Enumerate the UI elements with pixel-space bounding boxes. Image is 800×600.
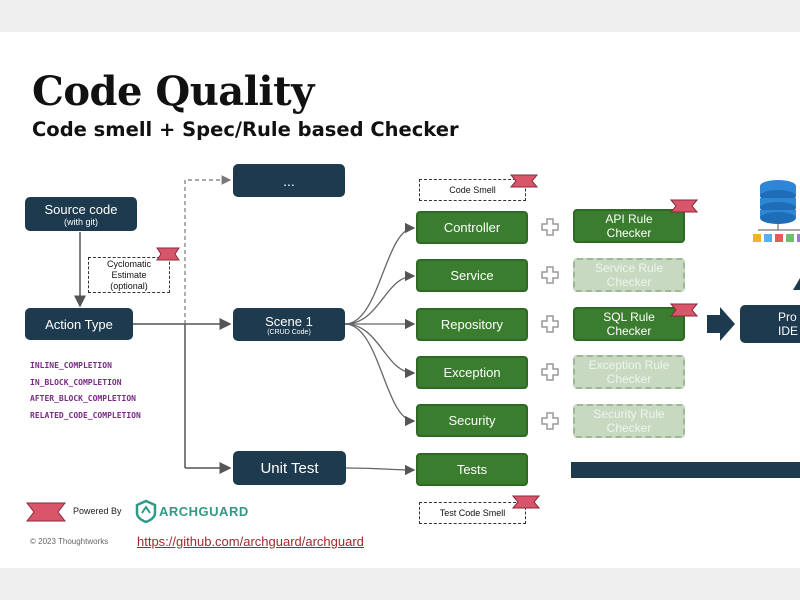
flag-icon [670, 199, 698, 213]
archguard-link[interactable]: https://github.com/archguard/archguard [137, 534, 364, 549]
plus-icon [541, 218, 559, 236]
archguard-logo-icon [135, 499, 157, 523]
checker-exception: Exception Rule Checker [573, 355, 685, 389]
cyclomatic-line: (optional) [110, 280, 148, 291]
checker-line: Checker [606, 372, 652, 386]
powered-by-label: Powered By [73, 506, 122, 516]
source-code-label: Source code [44, 201, 118, 217]
flag-icon [512, 495, 540, 509]
plus-icon [541, 412, 559, 430]
completion-item: INLINE_COMPLETION [30, 361, 112, 370]
flag-icon [26, 502, 66, 522]
checker-line: API Rule [605, 212, 653, 226]
checker-line: SQL Rule [603, 310, 655, 324]
ide-line: Pro [778, 310, 797, 324]
checker-line: Checker [606, 324, 652, 338]
code-smell-box: Code Smell [419, 179, 526, 201]
scene-box: Scene 1 (CRUD Code) [233, 308, 345, 341]
test-code-smell-box: Test Code Smell [419, 502, 526, 524]
checker-sql: SQL Rule Checker [573, 307, 685, 341]
flag-icon [670, 303, 698, 317]
archguard-logo-text: ARCHGUARD [159, 504, 249, 519]
ide-box: Pro IDE [740, 305, 800, 343]
scene-label: Scene 1 [265, 313, 313, 329]
checker-security: Security Rule Checker [573, 404, 685, 438]
category-tests: Tests [416, 453, 528, 486]
category-exception: Exception [416, 356, 528, 389]
ellipsis-box: ... [233, 164, 345, 197]
arrow-right-icon [707, 307, 735, 341]
source-code-sub: (with git) [63, 216, 98, 227]
database-icon [753, 180, 800, 242]
checker-service: Service Rule Checker [573, 258, 685, 292]
completion-item: AFTER_BLOCK_COMPLETION [30, 394, 136, 403]
cyclomatic-line: Cyclomatic [106, 258, 151, 269]
scene-sub: (CRUD Code) [267, 328, 311, 336]
cyclomatic-line: Estimate [111, 269, 147, 280]
ide-line: IDE [778, 324, 799, 338]
cyclomatic-box: Cyclomatic Estimate (optional) [88, 257, 170, 293]
checker-line: Service Rule [594, 261, 664, 275]
checker-api: API Rule Checker [573, 209, 685, 243]
plus-icon [541, 266, 559, 284]
completion-list: INLINE_COMPLETION IN_BLOCK_COMPLETION AF… [30, 358, 141, 424]
flag-icon [510, 174, 538, 188]
category-security: Security [416, 404, 528, 437]
category-repository: Repository [416, 308, 528, 341]
source-code-box: Source code (with git) [25, 197, 137, 231]
completion-item: IN_BLOCK_COMPLETION [30, 377, 122, 387]
checker-line: Checker [606, 421, 652, 435]
category-controller: Controller [416, 211, 528, 244]
checker-line: Checker [606, 275, 652, 289]
page-title: Code Quality [32, 68, 314, 115]
plus-icon [541, 363, 559, 381]
copyright: © 2023 Thoughtworks [30, 537, 109, 546]
category-service: Service [416, 259, 528, 292]
slide: Code Quality Code smell + Spec/Rule base… [0, 32, 800, 568]
action-type-box: Action Type [25, 308, 133, 340]
checker-line: Checker [606, 226, 652, 240]
completion-item: RELATED_CODE_COMPLETION [30, 410, 141, 420]
checker-line: Exception Rule [588, 358, 670, 372]
checker-line: Security Rule [593, 407, 665, 421]
connectors [74, 175, 800, 478]
unit-test-box: Unit Test [233, 451, 346, 485]
plus-icon [541, 315, 559, 333]
flag-icon [156, 247, 180, 261]
page-subtitle: Code smell + Spec/Rule based Checker [32, 118, 459, 141]
